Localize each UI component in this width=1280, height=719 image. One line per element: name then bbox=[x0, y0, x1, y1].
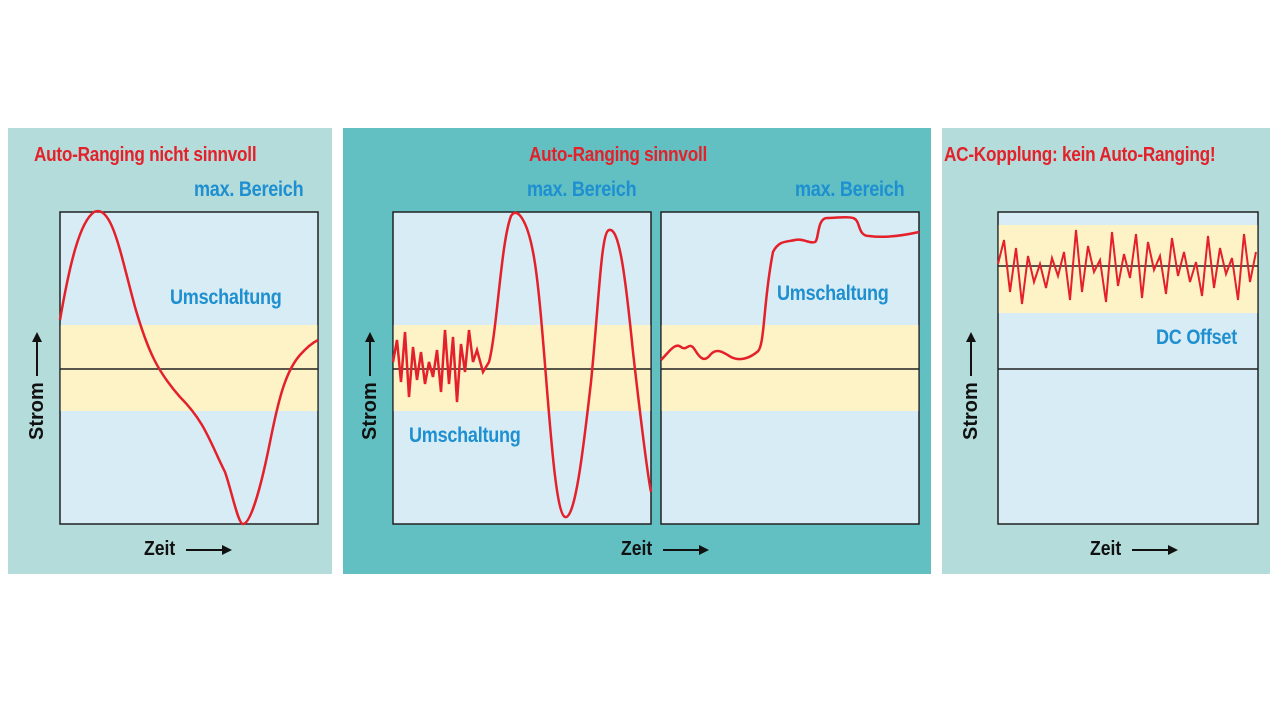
arrow-up-icon bbox=[365, 332, 375, 377]
panel-title: Auto-Ranging sinnvoll bbox=[529, 144, 708, 166]
panel-not-useful: Auto-Ranging nicht sinnvoll max. Bereich… bbox=[8, 128, 332, 574]
switch-label-a: Umschaltung bbox=[409, 424, 521, 447]
y-axis-text: Strom bbox=[25, 382, 48, 440]
arrow-right-icon bbox=[662, 544, 709, 555]
plot-middle-b bbox=[660, 211, 920, 525]
autorange-band bbox=[393, 325, 651, 411]
switch-label-b: Umschaltung bbox=[777, 282, 889, 305]
arrow-right-icon bbox=[185, 544, 232, 555]
panel-ac-coupling: AC-Kopplung: kein Auto-Ranging! DC Offse… bbox=[942, 128, 1270, 574]
panel-title: Auto-Ranging nicht sinnvoll bbox=[34, 144, 257, 166]
x-axis-text: Zeit bbox=[1090, 538, 1122, 560]
y-axis-label: Strom bbox=[22, 290, 52, 440]
x-axis-label: Zeit bbox=[1090, 538, 1178, 561]
autorange-band bbox=[60, 325, 318, 411]
x-axis-text: Zeit bbox=[144, 538, 176, 560]
arrow-up-icon bbox=[32, 332, 42, 377]
x-axis-label: Zeit bbox=[144, 538, 232, 561]
panel-title: AC-Kopplung: kein Auto-Ranging! bbox=[944, 144, 1216, 166]
plot-right bbox=[997, 211, 1259, 525]
signal-curve bbox=[58, 209, 319, 526]
autorange-band bbox=[661, 325, 919, 411]
panel-useful: Auto-Ranging sinnvoll max. Bereich max. … bbox=[343, 128, 931, 574]
switch-label: Umschaltung bbox=[170, 286, 282, 309]
plot-left bbox=[58, 209, 319, 526]
max-range-label-b: max. Bereich bbox=[795, 178, 905, 201]
x-axis-label: Zeit bbox=[621, 538, 709, 561]
arrow-right-icon bbox=[1131, 544, 1178, 555]
x-axis-text: Zeit bbox=[621, 538, 653, 560]
dc-offset-label: DC Offset bbox=[1156, 326, 1237, 349]
y-axis-label: Strom bbox=[355, 290, 385, 440]
signal-curve bbox=[997, 229, 1257, 305]
y-axis-text: Strom bbox=[959, 382, 982, 440]
plot-middle-a bbox=[391, 211, 653, 525]
signal-curve bbox=[660, 215, 920, 361]
y-axis-label: Strom bbox=[956, 290, 986, 440]
arrow-up-icon bbox=[966, 332, 976, 377]
max-range-label-a: max. Bereich bbox=[527, 178, 637, 201]
signal-curve bbox=[391, 211, 653, 519]
y-axis-text: Strom bbox=[358, 382, 381, 440]
max-range-label: max. Bereich bbox=[194, 178, 304, 201]
